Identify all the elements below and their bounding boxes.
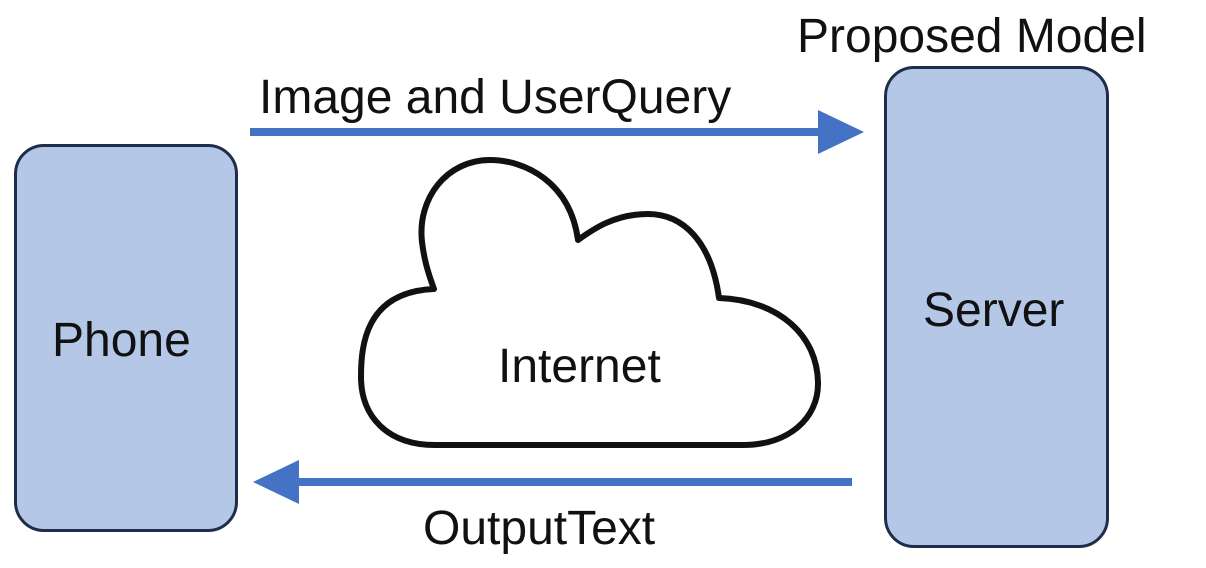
cloud-icon: [358, 157, 821, 448]
server-box: [884, 66, 1109, 548]
server-label: Server: [923, 284, 1065, 337]
internet-label: Internet: [498, 340, 661, 393]
proposed-model-label: Proposed Model: [797, 10, 1147, 63]
phone-box: [14, 144, 238, 532]
request-arrow-label: Image and UserQuery: [259, 71, 732, 124]
right-arrow-icon: [250, 110, 864, 154]
response-arrow-label: OutputText: [423, 502, 656, 555]
left-arrow-icon: [253, 460, 852, 504]
phone-label: Phone: [52, 314, 191, 367]
